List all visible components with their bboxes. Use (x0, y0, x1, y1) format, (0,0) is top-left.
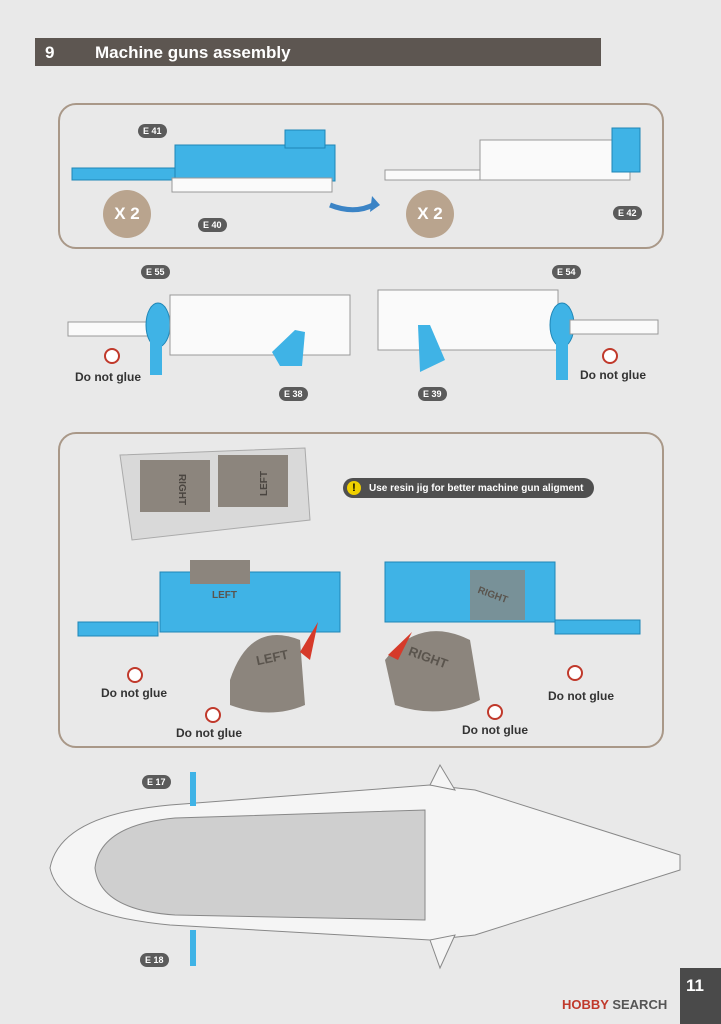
page-number: 11 (686, 976, 704, 995)
panel-subassembly (58, 103, 664, 249)
page-number-box: 11 (680, 968, 721, 1024)
gun-right-middle (377, 289, 659, 380)
step-header: 9 Machine guns assembly (35, 38, 601, 66)
part-label-e55: E 55 (141, 265, 170, 279)
step-title: Machine guns assembly (95, 43, 291, 62)
resin-jig-illustration (119, 447, 311, 541)
do-not-glue-label: Do not glue (580, 368, 646, 382)
part-label-e42: E 42 (613, 206, 642, 220)
jig-label-right: RIGHT (176, 473, 188, 506)
jig-note-banner: ! Use resin jig for better machine gun a… (343, 478, 594, 498)
watermark-part1: HOBBY (562, 997, 609, 1012)
part-label-e18: E 18 (140, 953, 169, 967)
watermark-part2: SEARCH (608, 997, 668, 1012)
no-glue-icons (104, 348, 618, 723)
gun-left-middle (67, 294, 351, 375)
jig-label-left-top: LEFT (212, 590, 237, 601)
part-label-e39: E 39 (418, 387, 447, 401)
jig-note-text: Use resin jig for better machine gun ali… (369, 482, 584, 494)
warning-icon: ! (347, 481, 361, 495)
fuselage-illustration (49, 763, 681, 970)
gun-b-illustration (384, 127, 641, 181)
do-not-glue-label: Do not glue (176, 726, 242, 740)
quantity-badge-right: X 2 (406, 190, 454, 238)
part-label-e38: E 38 (279, 387, 308, 401)
watermark: HOBBY SEARCH (562, 997, 667, 1012)
gun-a-illustration (71, 129, 336, 193)
part-label-e17: E 17 (142, 775, 171, 789)
do-not-glue-label: Do not glue (75, 370, 141, 384)
part-label-e54: E 54 (552, 265, 581, 279)
jig-label-left: LEFT (259, 471, 270, 496)
part-label-e41: E 41 (138, 124, 167, 138)
quantity-badge-left: X 2 (103, 190, 151, 238)
jig-gun-right (384, 561, 641, 712)
do-not-glue-label: Do not glue (548, 689, 614, 703)
part-label-e40: E 40 (198, 218, 227, 232)
do-not-glue-label: Do not glue (462, 723, 528, 737)
panel-jig (58, 432, 664, 748)
jig-gun-left (77, 560, 341, 713)
do-not-glue-label: Do not glue (101, 686, 167, 700)
step-number: 9 (45, 43, 55, 62)
